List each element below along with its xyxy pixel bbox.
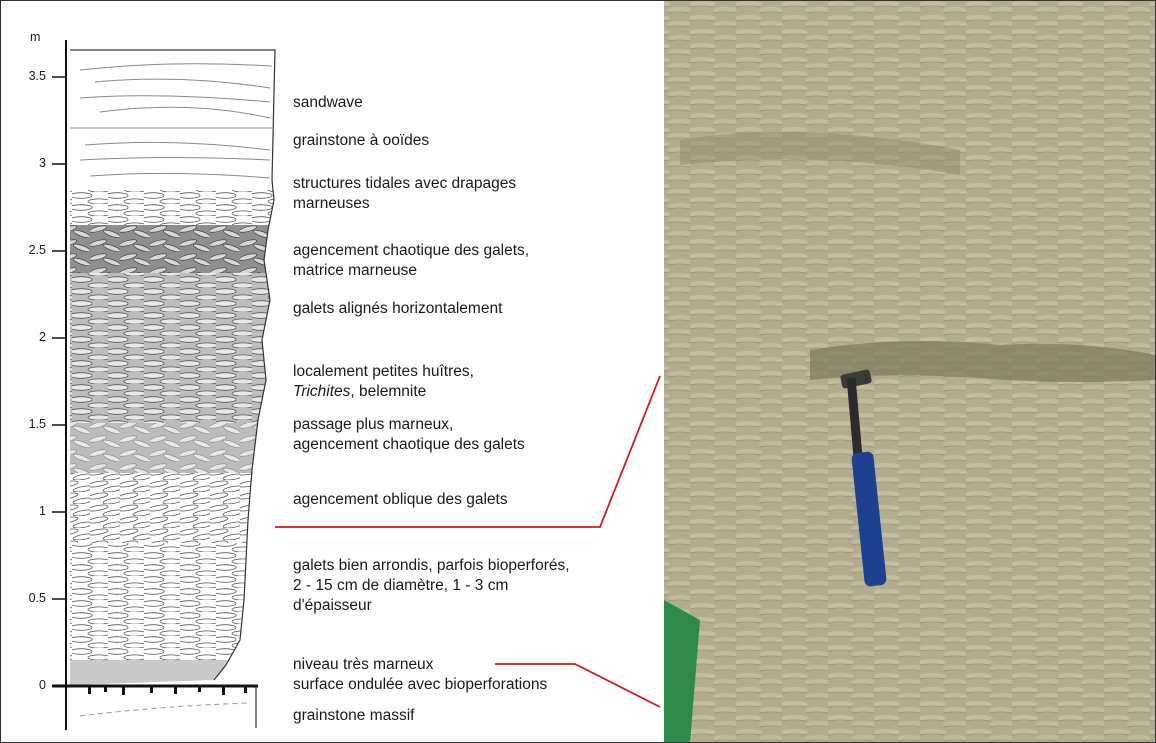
italic-taxon: Trichites <box>293 383 350 400</box>
annotation-tidal-structures: structures tidales avec drapages marneus… <box>293 174 516 214</box>
annotation-marly-passage: passage plus marneux, agencement chaotiq… <box>293 415 525 455</box>
annotation-horizontal-pebbles: galets alignés horizontalement <box>293 299 502 319</box>
tick-label: 0 <box>20 678 46 692</box>
annotation-massive-grainstone: grainstone massif <box>293 706 414 726</box>
tick-label: 2 <box>20 330 46 344</box>
annotation-chaotic-marly: agencement chaotique des galets, matrice… <box>293 241 529 281</box>
annotation-oysters: localement petites huîtres, Trichites, b… <box>293 362 474 402</box>
tick-label: 3.5 <box>20 69 46 83</box>
tick-label: 3 <box>20 156 46 170</box>
tick-label: 1 <box>20 504 46 518</box>
annotation-oblique-pebbles: agencement oblique des galets <box>293 490 508 510</box>
annotation-marly-level: niveau très marneux surface ondulée avec… <box>293 655 547 695</box>
tick-label: 0.5 <box>20 591 46 605</box>
annotation-rounded-pebbles: galets bien arrondis, parfois bioperforé… <box>293 556 570 616</box>
axis-unit: m <box>30 30 40 44</box>
annotation-sandwave: sandwave <box>293 93 363 113</box>
annotation-grainstone-ooids: grainstone à ooïdes <box>293 131 429 151</box>
axis-ticks <box>52 77 66 686</box>
tick-label: 1.5 <box>20 417 46 431</box>
tick-label: 2.5 <box>20 243 46 257</box>
